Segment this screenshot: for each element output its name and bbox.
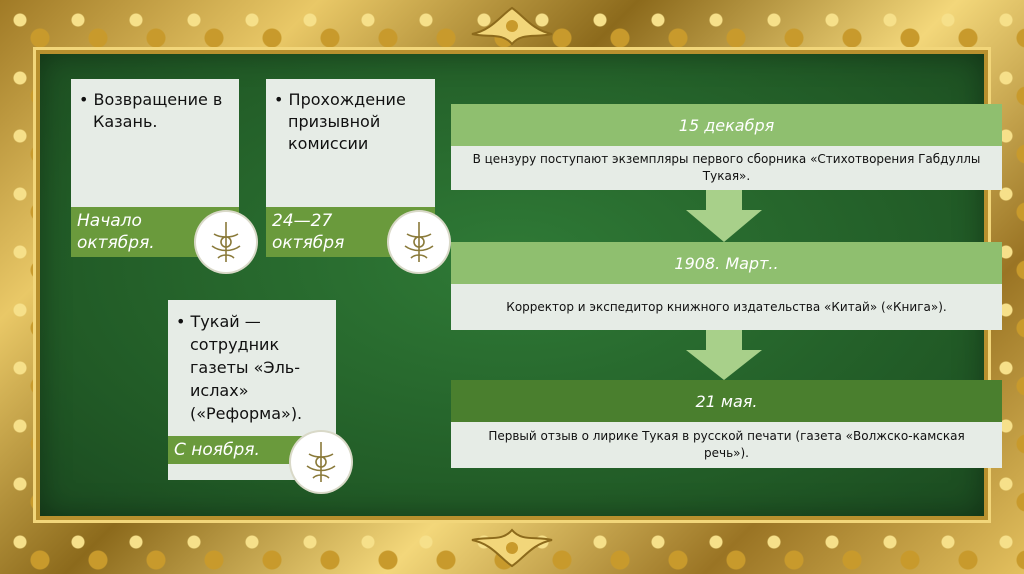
timeline-date: 21 мая. (451, 380, 1002, 422)
top-ornament-icon (452, 4, 572, 48)
timeline-date: 1908. Март.. (451, 242, 1002, 284)
ornament-medal-icon (389, 212, 449, 272)
down-arrow-icon (686, 330, 762, 380)
timeline-text: Первый отзыв о лирике Тукая в русской пе… (451, 422, 1002, 468)
timeline-step-2: 1908. Март.. Корректор и экспедитор книж… (451, 242, 1002, 330)
down-arrow-icon (686, 190, 762, 242)
timeline-step-3: 21 мая. Первый отзыв о лирике Тукая в ру… (451, 380, 1002, 468)
bottom-ornament-icon (452, 526, 572, 570)
ornament-medal-icon (291, 432, 351, 492)
timeline-date: 15 декабря (451, 104, 1002, 146)
event-card-text: Прохождение призывной комиссии (274, 89, 429, 155)
ornament-medal-icon (196, 212, 256, 272)
timeline-text: В цензуру поступают экземпляры первого с… (451, 146, 1002, 190)
event-card-text: Тукай — сотрудник газеты «Эль-ислах» («Р… (176, 310, 330, 425)
timeline-text: Корректор и экспедитор книжного издатель… (451, 284, 1002, 330)
timeline-step-1: 15 декабря В цензуру поступают экземпляр… (451, 104, 1002, 190)
event-card-text: Возвращение в Казань. (79, 89, 233, 133)
